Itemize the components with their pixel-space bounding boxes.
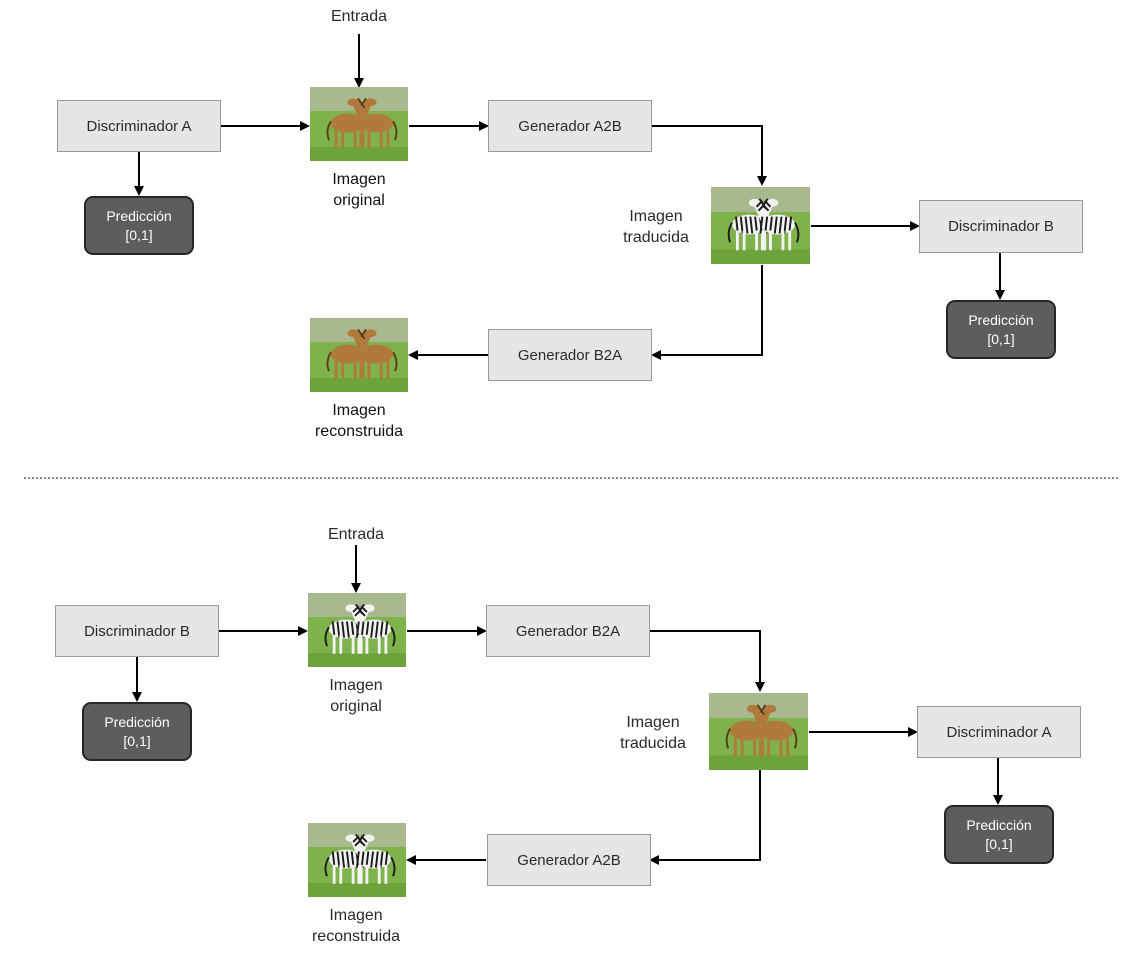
prediction-label: Predicción <box>104 713 170 730</box>
generator-a2b-box-top: Generador A2B <box>488 100 652 152</box>
reconstructed-image-bottom <box>308 823 406 897</box>
prediction-label: Predicción <box>968 311 1034 328</box>
original-caption-bottom: Imagen original <box>296 675 416 717</box>
input-label-top: Entrada <box>330 8 388 25</box>
prediction-box-bottom-right: Predicción [0,1] <box>944 805 1054 864</box>
discriminator-a-box-bottom: Discriminador A <box>917 706 1081 758</box>
caption-line1: Imagen <box>329 907 383 924</box>
caption-line2: traducida <box>623 229 689 246</box>
reconstructed-caption-bottom: Imagen reconstruida <box>291 905 421 947</box>
caption-line2: original <box>330 698 382 715</box>
caption-line1: Imagen <box>332 171 386 188</box>
arrow-generator-to-translated-bottom <box>650 630 765 692</box>
reconstructed-image-top <box>310 318 408 392</box>
caption-line2: reconstruida <box>311 928 401 945</box>
arrow-generator-to-translated-top <box>652 125 767 186</box>
caption-line1: Imagen <box>329 677 383 694</box>
generator-b2a-box-bottom: Generador B2A <box>486 605 650 657</box>
arrow-translated-to-backgen-bottom <box>649 770 761 865</box>
original-caption-top: Imagen original <box>299 169 419 211</box>
translated-caption-bottom: Imagen traducida <box>593 712 713 754</box>
prediction-range: [0,1] <box>125 226 153 243</box>
prediction-box-top-right: Predicción [0,1] <box>946 300 1056 359</box>
original-image-top <box>310 87 408 161</box>
section-divider <box>24 477 1118 479</box>
generator-a2b-box-bottom: Generador A2B <box>487 834 651 886</box>
caption-line2: traducida <box>620 735 686 752</box>
reconstructed-caption-top: Imagen reconstruida <box>294 400 424 442</box>
prediction-range: [0,1] <box>987 330 1015 347</box>
translated-caption-top: Imagen traducida <box>596 206 716 248</box>
translated-image-top <box>711 187 810 264</box>
input-label-bottom: Entrada <box>327 526 385 543</box>
translated-image-bottom <box>709 693 808 770</box>
prediction-box-bottom-left: Predicción [0,1] <box>82 702 192 761</box>
generator-b2a-box-top: Generador B2A <box>488 329 652 381</box>
arrow-translated-to-backgen-top <box>651 265 763 360</box>
caption-line1: Imagen <box>332 402 386 419</box>
prediction-range: [0,1] <box>123 732 151 749</box>
discriminator-b-box-top: Discriminador B <box>919 200 1083 253</box>
caption-line1: Imagen <box>626 714 680 731</box>
caption-line2: reconstruida <box>314 423 404 440</box>
caption-line1: Imagen <box>629 208 683 225</box>
caption-line2: original <box>333 192 385 209</box>
prediction-range: [0,1] <box>985 835 1013 852</box>
discriminator-a-box-top: Discriminador A <box>57 100 221 152</box>
prediction-box-top-left: Predicción [0,1] <box>84 196 194 255</box>
original-image-bottom <box>308 593 406 667</box>
prediction-label: Predicción <box>106 207 172 224</box>
discriminator-b-box-bottom: Discriminador B <box>55 605 219 657</box>
prediction-label: Predicción <box>966 816 1032 833</box>
